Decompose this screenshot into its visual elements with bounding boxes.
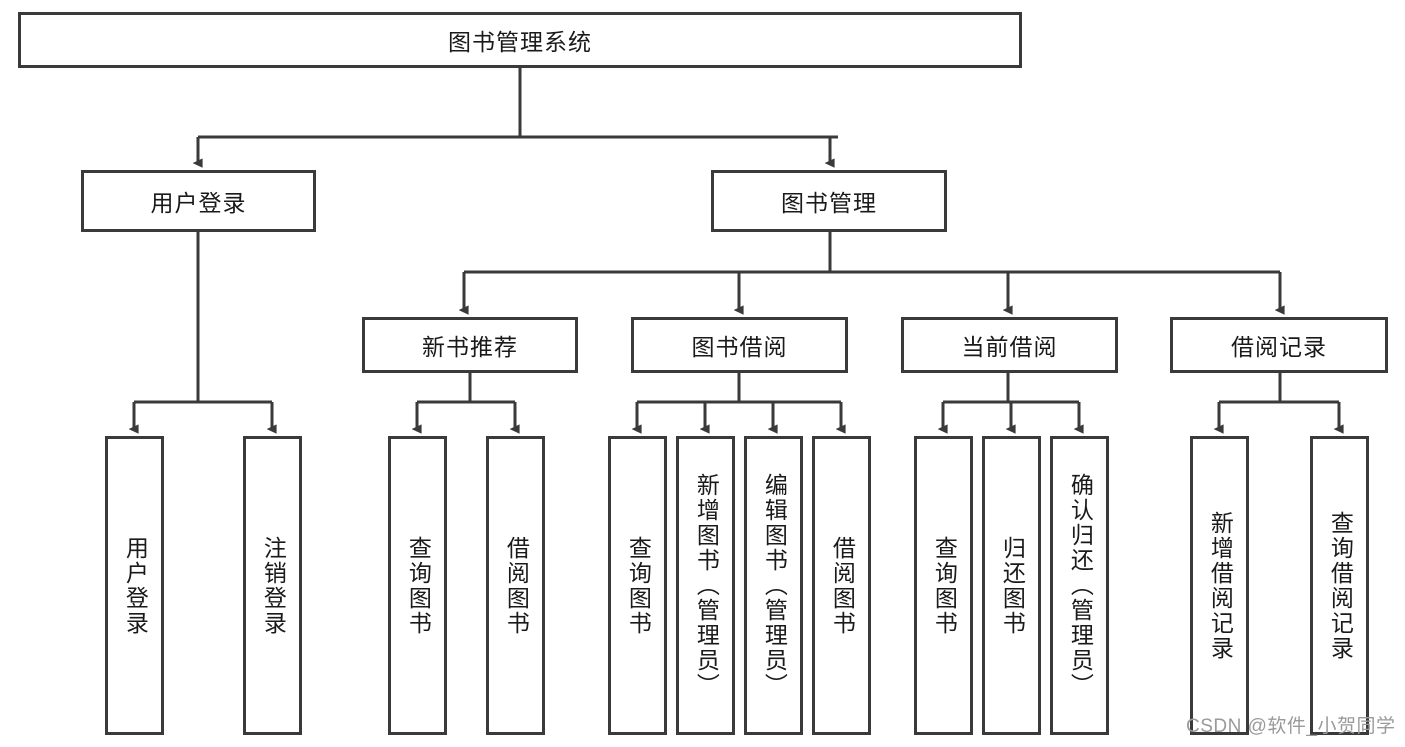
- node-current-borrow[interactable]: 当前借阅: [901, 317, 1118, 373]
- node-borrow-records-label: 借阅记录: [1231, 334, 1327, 360]
- leaf-user-logout-label: 注销登录: [260, 535, 287, 636]
- node-current-borrow-label: 当前借阅: [961, 334, 1058, 360]
- node-book-borrow[interactable]: 图书借阅: [631, 317, 848, 373]
- node-new-book-recommend[interactable]: 新书推荐: [362, 317, 578, 373]
- leaf-query-books-recommend-label: 查询图书: [405, 535, 432, 636]
- node-book-management[interactable]: 图书管理: [711, 170, 947, 232]
- leaf-add-borrow-record[interactable]: 新增借阅记录: [1190, 436, 1249, 735]
- leaf-query-books-borrow[interactable]: 查询图书: [608, 436, 667, 735]
- leaf-edit-book-admin-label: 编辑图书（管理员）: [761, 473, 788, 698]
- node-book-borrow-label: 图书借阅: [691, 334, 788, 360]
- leaf-return-book-label: 归还图书: [999, 535, 1026, 636]
- leaf-query-books-current[interactable]: 查询图书: [914, 436, 973, 735]
- leaf-query-borrow-record[interactable]: 查询借阅记录: [1310, 436, 1369, 735]
- leaf-query-books-recommend[interactable]: 查询图书: [388, 436, 447, 735]
- node-new-book-recommend-label: 新书推荐: [422, 334, 518, 360]
- csdn-watermark: CSDN @软件_小贺同学: [1186, 716, 1396, 737]
- leaf-user-logout[interactable]: 注销登录: [243, 436, 302, 735]
- node-root-label: 图书管理系统: [448, 29, 592, 55]
- leaf-return-book[interactable]: 归还图书: [982, 436, 1041, 735]
- node-root[interactable]: 图书管理系统: [18, 12, 1022, 68]
- node-user-login[interactable]: 用户登录: [81, 170, 316, 232]
- node-borrow-records[interactable]: 借阅记录: [1170, 317, 1388, 373]
- leaf-query-books-borrow-label: 查询图书: [625, 535, 652, 636]
- node-user-login-label: 用户登录: [150, 190, 247, 216]
- leaf-add-book-admin[interactable]: 新增图书（管理员）: [676, 436, 735, 735]
- leaf-confirm-return-admin-label: 确认归还（管理员）: [1067, 473, 1094, 698]
- leaf-add-book-admin-label: 新增图书（管理员）: [693, 473, 720, 698]
- leaf-add-borrow-record-label: 新增借阅记录: [1207, 510, 1234, 661]
- leaf-query-borrow-record-label: 查询借阅记录: [1327, 510, 1354, 661]
- leaf-confirm-return-admin[interactable]: 确认归还（管理员）: [1050, 436, 1109, 735]
- node-book-management-label: 图书管理: [781, 190, 877, 216]
- leaf-user-login-label: 用户登录: [122, 535, 149, 636]
- leaf-borrow-books-recommend-label: 借阅图书: [503, 535, 530, 636]
- leaf-lend-book[interactable]: 借阅图书: [812, 436, 871, 735]
- leaf-lend-book-label: 借阅图书: [829, 535, 856, 636]
- leaf-edit-book-admin[interactable]: 编辑图书（管理员）: [744, 436, 803, 735]
- leaf-query-books-current-label: 查询图书: [931, 535, 958, 636]
- leaf-user-login[interactable]: 用户登录: [105, 436, 164, 735]
- leaf-borrow-books-recommend[interactable]: 借阅图书: [486, 436, 545, 735]
